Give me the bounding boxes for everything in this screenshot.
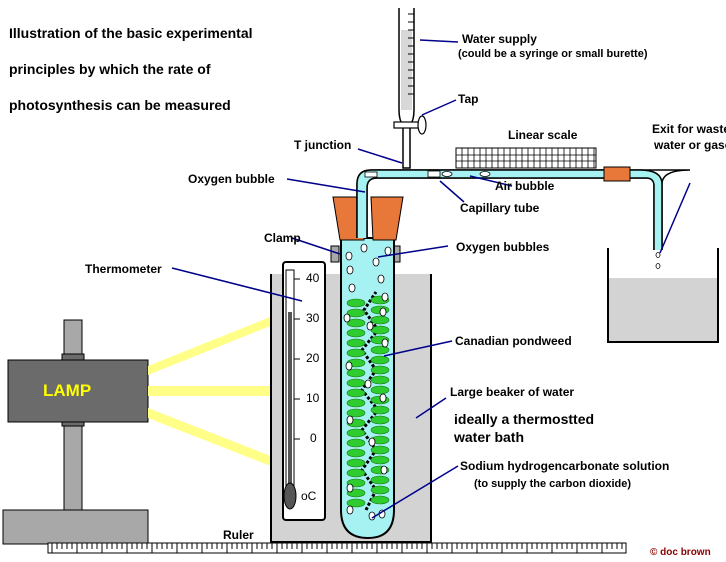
pondweed-leaf — [370, 415, 390, 425]
label-sodium-line-2: (to supply the carbon dioxide) — [474, 478, 632, 490]
label-clamp: Clamp — [264, 231, 301, 245]
rubber-stopper — [332, 196, 404, 241]
oxygen-bubble — [343, 313, 351, 323]
pondweed-leaf — [346, 328, 366, 338]
pondweed-leaf — [346, 308, 366, 318]
label-oxygen-bubble: Oxygen bubble — [188, 172, 275, 186]
oxygen-bubble — [348, 283, 356, 293]
lamp-label: LAMP — [43, 381, 92, 400]
pondweed-leaf — [370, 375, 390, 385]
pondweed-leaf — [370, 495, 390, 505]
oxygen-bubble — [345, 251, 353, 261]
pondweed-leaf — [370, 365, 390, 375]
label-tap: Tap — [458, 92, 479, 106]
label-water-supply: Water supply — [462, 32, 537, 46]
tap — [393, 115, 427, 135]
title-line-1: Illustration of the basic experimental — [9, 25, 253, 41]
label-large-beaker: Large beaker of water — [450, 385, 575, 399]
pondweed-leaf — [346, 438, 366, 448]
pondweed-leaf — [346, 498, 366, 508]
oxygen-bubble — [346, 415, 354, 425]
label-oxygen-bubbles: Oxygen bubbles — [456, 240, 550, 254]
label-t-junction: T junction — [294, 138, 352, 152]
label-water-supply-note: (could be a syringe or small burette) — [458, 48, 648, 60]
pondweed-leaf — [346, 298, 366, 308]
lamp-body — [7, 359, 149, 423]
label-linear-scale: Linear scale — [508, 128, 578, 142]
oxygen-bubble — [384, 246, 392, 256]
label-water-bath-line-1: ideally a thermostted — [454, 411, 595, 427]
label-thermometer: Thermometer — [85, 262, 162, 276]
pondweed-leaf — [346, 368, 366, 378]
thermometer-tick-40: 40 — [306, 271, 320, 285]
ruler — [47, 542, 627, 554]
pondweed-leaf — [346, 348, 366, 358]
label-sodium-line-1: Sodium hydrogencarbonate solution — [460, 459, 670, 473]
pondweed-leaf — [346, 428, 366, 438]
oxygen-bubble — [366, 321, 374, 331]
pondweed-leaf — [370, 455, 390, 465]
pondweed-leaf — [346, 448, 366, 458]
thermometer-tick-0: 0 — [310, 431, 317, 445]
label-water-bath-line-2: water bath — [454, 429, 525, 445]
pondweed-leaf — [370, 355, 390, 365]
oxygen-bubble — [364, 379, 372, 389]
thermometer — [282, 261, 326, 521]
oxygen-bubble — [381, 292, 389, 302]
oxygen-bubble — [346, 265, 354, 275]
thermometer-tick-30: 30 — [306, 311, 320, 325]
pondweed-leaf — [346, 318, 366, 328]
diagram-title: Illustration of the basic experimental p… — [9, 6, 253, 132]
pondweed-leaf — [370, 345, 390, 355]
capillary-tube — [356, 166, 691, 250]
label-capillary-tube: Capillary tube — [460, 201, 540, 215]
pondweed-leaf — [370, 325, 390, 335]
oxygen-bubble — [380, 465, 388, 475]
copyright-credit: © doc brown — [650, 547, 711, 558]
oxygen-bubble — [345, 361, 353, 371]
oxygen-bubble — [379, 393, 387, 403]
thermometer-tick-20: 20 — [306, 351, 320, 365]
oxygen-bubble — [346, 483, 354, 493]
linear-scale — [455, 147, 597, 169]
pondweed-leaf — [370, 425, 390, 435]
label-canadian-pondweed: Canadian pondweed — [455, 334, 572, 348]
thermometer-unit: oC — [301, 489, 317, 503]
pondweed-leaf — [346, 408, 366, 418]
oxygen-bubble — [346, 505, 354, 515]
label-ruler: Ruler — [223, 528, 254, 542]
label-exit-line-1: Exit for waste — [652, 122, 726, 136]
pondweed-leaf — [370, 405, 390, 415]
title-line-3: photosynthesis can be measured — [9, 97, 231, 113]
oxygen-bubble — [372, 257, 380, 267]
label-exit-line-2: water or gases — [654, 138, 726, 152]
waste-beaker — [607, 248, 719, 343]
oxygen-bubble — [360, 243, 368, 253]
burette — [398, 8, 415, 169]
pondweed-leaf — [370, 445, 390, 455]
title-line-2: principles by which the rate of — [9, 61, 211, 77]
pondweed-leaf — [346, 458, 366, 468]
pondweed-leaf — [346, 378, 366, 388]
pondweed-leaf — [370, 485, 390, 495]
label-air-bubble: Air bubble — [495, 179, 555, 193]
oxygen-bubble — [377, 274, 385, 284]
pondweed — [346, 291, 390, 511]
oxygen-bubble — [379, 307, 387, 317]
pondweed-leaf — [370, 315, 390, 325]
pondweed-leaf — [346, 398, 366, 408]
lamp-stand — [2, 319, 149, 545]
oxygen-bubble — [368, 437, 376, 447]
leader-lines — [171, 39, 691, 519]
pondweed-leaf — [370, 385, 390, 395]
pondweed-leaf — [346, 388, 366, 398]
pondweed-leaf — [370, 475, 390, 485]
pondweed-leaf — [346, 338, 366, 348]
oxygen-bubble — [381, 338, 389, 348]
pondweed-leaf — [346, 468, 366, 478]
thermometer-tick-10: 10 — [306, 391, 320, 405]
